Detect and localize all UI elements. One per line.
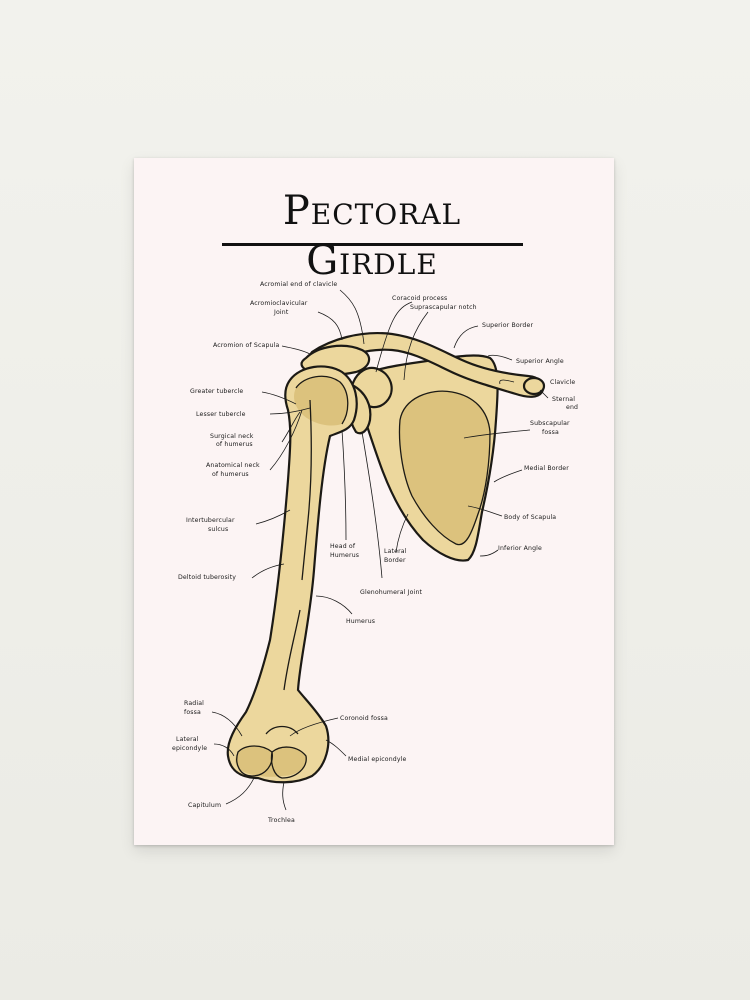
label-clavicle: Clavicle: [550, 379, 575, 386]
intertubercular-sulcus-line: [301, 399, 312, 581]
condyles-shade: [235, 746, 307, 777]
label-lateral-epi-line1: Lateral: [176, 736, 199, 743]
label-acromial-end: Acromial end of clavicle: [260, 281, 337, 288]
label-radial-fossa-line1: Radial: [184, 700, 204, 707]
humerus-head-shade: [294, 376, 348, 426]
label-deltoid: Deltoid tuberosity: [178, 574, 236, 581]
label-head-humerus-line1: Head of: [330, 543, 356, 550]
label-head-humerus-line2: Humerus: [330, 552, 359, 559]
label-coracoid: Coracoid process: [392, 295, 447, 302]
label-subscapular-line2: fossa: [542, 429, 559, 436]
label-medial-border: Medial Border: [524, 465, 569, 472]
trochlea-outline: [270, 746, 307, 779]
label-ac-joint-line1: Acromioclavicular: [250, 300, 308, 307]
label-radial-fossa-line2: fossa: [184, 709, 201, 716]
label-trochlea: Trochlea: [267, 817, 295, 824]
label-medial-epi: Medial epicondyle: [348, 756, 407, 763]
leader-lines: [211, 289, 549, 811]
label-lesser-tubercle: Lesser tubercle: [196, 411, 246, 418]
label-acromion: Acromion of Scapula: [213, 342, 279, 349]
label-anatomical-neck-line1: Anatomical neck: [206, 462, 260, 469]
label-greater-tubercle: Greater tubercle: [190, 388, 243, 395]
label-sternal-end-line2: end: [566, 404, 578, 411]
label-intertubercular-line1: Intertubercular: [186, 517, 235, 524]
label-body-scapula: Body of Scapula: [504, 514, 556, 521]
label-humerus: Humerus: [346, 618, 375, 625]
label-superior-angle: Superior Angle: [516, 358, 564, 365]
scapula: [347, 354, 499, 562]
label-intertubercular-line2: sulcus: [208, 526, 228, 533]
subscapular-fossa-outline: [398, 390, 491, 546]
label-lateral-epi-line2: epicondyle: [172, 745, 207, 752]
anatomy-labels: Acromial end of clavicle Acromioclavicul…: [172, 281, 578, 824]
label-lateral-border-line1: Lateral: [384, 548, 407, 555]
sternal-end: [522, 376, 546, 396]
poster-sheet: [134, 158, 614, 845]
label-suprascapular: Suprascapular notch: [410, 304, 477, 311]
label-lateral-border-line2: Border: [384, 557, 406, 564]
label-ac-joint-line2: Joint: [273, 309, 289, 316]
label-sternal-end-line1: Sternal: [552, 396, 575, 403]
label-glenohumeral: Glenohumeral Joint: [360, 589, 423, 596]
capitulum-outline: [236, 745, 273, 777]
subscapular-fossa-shade: [399, 391, 490, 545]
humerus-bone: [226, 365, 358, 784]
label-superior-border: Superior Border: [482, 322, 533, 329]
label-inferior-angle: Inferior Angle: [498, 545, 542, 552]
label-surgical-neck-line1: Surgical neck: [210, 433, 254, 440]
shaft-inner-line: [283, 609, 301, 691]
label-coronoid: Coronoid fossa: [340, 715, 388, 722]
humerus: [226, 365, 358, 784]
label-subscapular-line1: Subscapular: [530, 420, 570, 427]
anatomical-neck-line: [295, 375, 349, 425]
label-capitulum: Capitulum: [188, 802, 221, 809]
title-underline: [222, 243, 523, 246]
label-anatomical-neck-line2: of humerus: [212, 471, 249, 478]
label-surgical-neck-line2: of humerus: [216, 441, 253, 448]
